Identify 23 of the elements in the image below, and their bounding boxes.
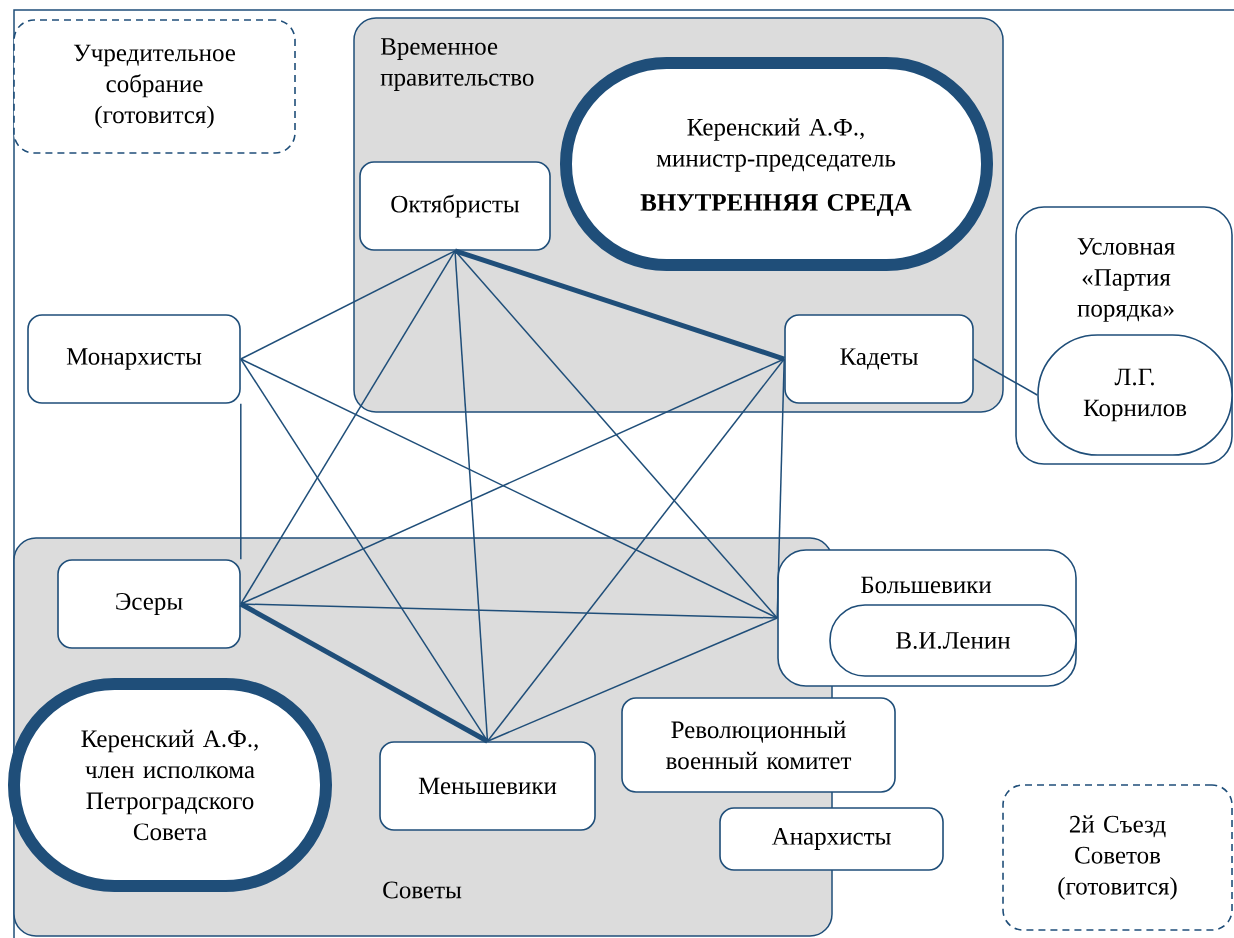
node-label: Л.Г. Корнилов — [1083, 368, 1187, 422]
connector — [240, 250, 456, 360]
node-label: Керенский А.Ф., член исполкома Петроградского Совета — [81, 729, 258, 841]
connector — [973, 358, 1038, 396]
connector — [240, 403, 242, 560]
party-box: Революционный военный комитет — [621, 697, 896, 793]
person-oval: Керенский А.Ф., член исполкома Петроградского Совета — [8, 678, 332, 892]
connector — [454, 250, 778, 619]
connector — [240, 250, 456, 605]
planned-body-box: Учредительное собрание (готовится) — [13, 19, 296, 154]
party-box: Октябристы — [359, 161, 551, 251]
party-box: Кадеты — [784, 314, 974, 404]
connector — [454, 248, 785, 362]
connector — [776, 358, 785, 619]
planned-body-box: 2й Съезд Советов (готовится) — [1002, 784, 1233, 931]
party-box: Монархисты — [27, 314, 241, 404]
party-box: Эсеры — [57, 559, 241, 649]
person-oval: Л.Г. Корнилов — [1037, 334, 1233, 456]
party-box: Анархисты — [719, 807, 944, 871]
party-box: Меньшевики — [379, 741, 596, 831]
connector — [486, 617, 778, 742]
connector — [239, 601, 489, 744]
connector — [486, 358, 785, 742]
